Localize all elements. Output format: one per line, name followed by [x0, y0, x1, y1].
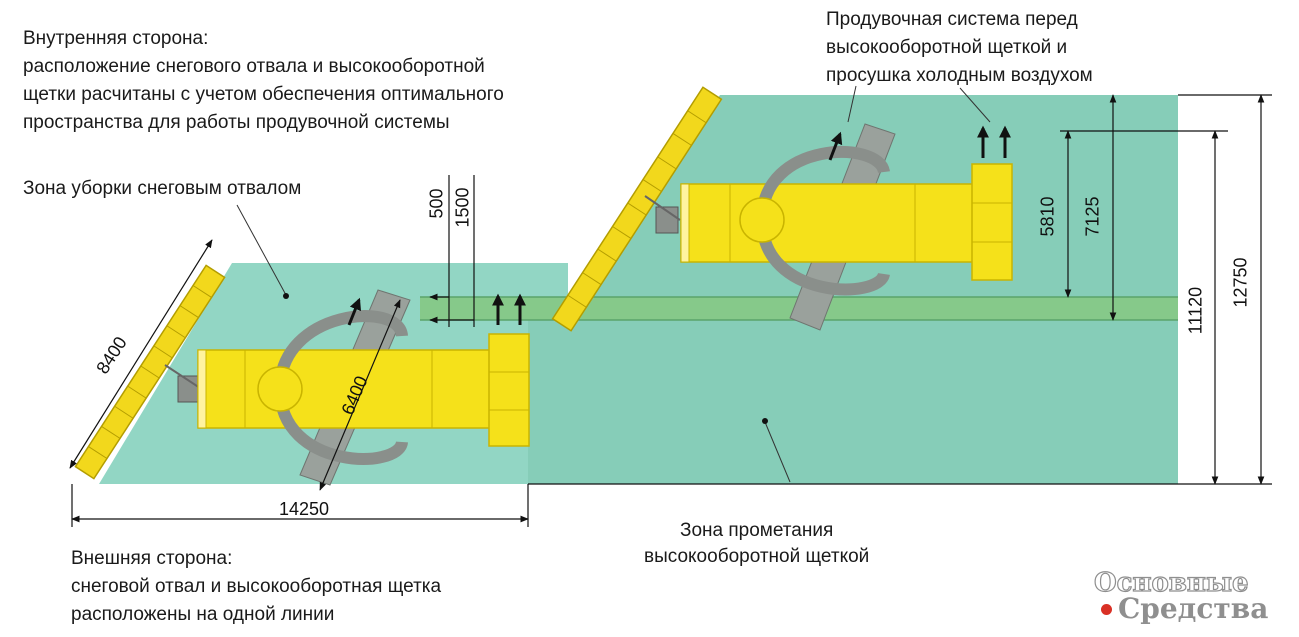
blower-line2: высокооборотной щеткой и — [826, 37, 1068, 58]
vehicle-inner — [644, 123, 1013, 331]
logo-line1: Основные — [1093, 568, 1249, 598]
dimension-lines — [69, 94, 1272, 527]
dim-14250: 14250 — [278, 499, 330, 519]
dim-1500: 1500 — [452, 187, 473, 228]
outer-side-title: Внешняя сторона: — [71, 548, 233, 569]
logo-line2: Средства — [1118, 592, 1269, 625]
dim-12750: 12750 — [1230, 257, 1251, 308]
outer-side-line2: расположены на одной линии — [71, 604, 335, 625]
inner-side-line1: расположение снегового отвала и высокооб… — [23, 56, 485, 77]
dim-11120: 11120 — [1185, 286, 1206, 335]
inner-side-line3: пространства для работы продувочной сист… — [23, 112, 450, 133]
dim-7125: 7125 — [1082, 196, 1103, 237]
snow-plow-blade-inner — [551, 86, 723, 332]
inner-side-line2: щетки расчитаны с учетом обеспечения опт… — [23, 84, 504, 105]
blower-line3: просушка холодным воздухом — [826, 65, 1093, 86]
dim-500: 500 — [426, 188, 447, 219]
sweep-zone-line2: высокооборотной щеткой — [644, 546, 870, 567]
outer-side-line1: снеговой отвал и высокооборотная щетка — [71, 576, 442, 597]
inner-side-title: Внутренняя сторона: — [23, 28, 209, 49]
sweep-zone-line1: Зона прометания — [680, 520, 834, 541]
dim-5810: 5810 — [1037, 196, 1058, 237]
plow-zone-label: Зона уборки снеговым отвалом — [23, 178, 302, 199]
blower-line1: Продувочная система перед — [826, 9, 1078, 30]
logo-dot-icon — [1101, 604, 1112, 615]
leader-lines — [236, 85, 991, 483]
